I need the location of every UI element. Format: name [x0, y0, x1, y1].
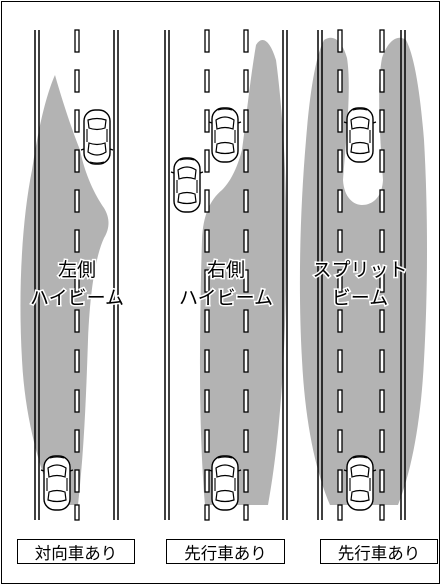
lane-dashes [204, 29, 249, 521]
preceding-car-icon [170, 157, 204, 213]
caption-preceding-car: 先行車あり [166, 539, 285, 564]
beam-label-line-2: ハイビーム [179, 287, 273, 309]
panel-left-high-beam: 左側 ハイビーム [20, 29, 126, 521]
own-car-icon [343, 455, 377, 511]
beam-label-line-2: ビーム [332, 287, 388, 309]
beam-area-left-side [20, 75, 109, 505]
beam-area-split [299, 37, 427, 505]
beam-label-line-1: スプリット [312, 259, 407, 281]
panel-right-high-beam: 右側 ハイビーム [164, 29, 288, 521]
beam-label-line-1: 左側 [58, 259, 96, 281]
caption-preceding-car: 先行車あり [320, 539, 438, 564]
beam-area-right-side [200, 40, 287, 505]
preceding-car-icon [343, 107, 377, 163]
lane-dashes [337, 29, 385, 521]
beam-label-line-2: ハイビーム [30, 287, 124, 309]
panel-split-beam: スプリット ビーム [299, 29, 427, 521]
oncoming-car-icon [80, 109, 114, 165]
own-car-icon [208, 455, 242, 511]
lane-dashes [74, 29, 80, 521]
beam-label-line-1: 右側 [207, 259, 245, 281]
caption-oncoming-car: 対向車あり [17, 539, 135, 564]
own-car-icon [40, 455, 74, 511]
preceding-car-icon [208, 107, 242, 163]
